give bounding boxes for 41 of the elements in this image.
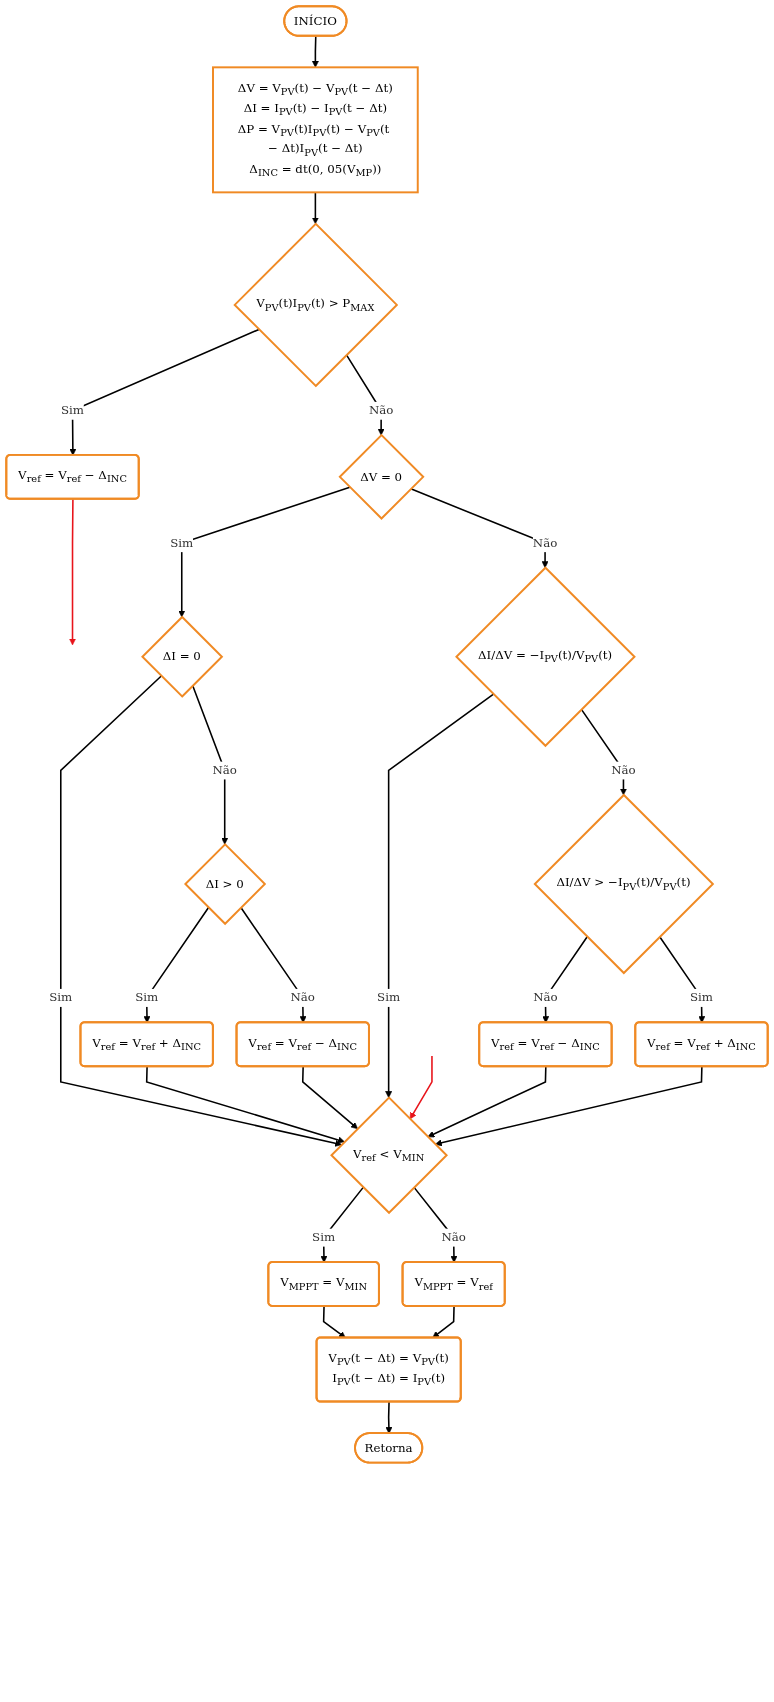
node-diamond: ΔI = 0: [141, 615, 224, 698]
node-diamond: ΔV = 0: [338, 433, 425, 520]
arrow: [385, 693, 495, 1098]
edge-label: Sim: [170, 535, 194, 550]
arrow: [69, 328, 260, 456]
node-diamond: ΔI/ΔV = −I$_{PV}$(t)/V$_{PV}$(t): [455, 566, 636, 748]
edge-label: Não: [533, 990, 558, 1005]
node-box: ΔV = V$_{PV}$(t) − V$_{PV}$(t − Δt) ΔI = I$_{PV}$(t) − I$_{PV}$(t − Δt) ΔP = V$_{PV}$(t)I$_{PV}$(t) − V$_{PV}$(t − Δt)I$_{PV}$(t − Δt) Δ$_{INC}$ = dt(0, 05(V$_{MP}$)): [212, 66, 419, 194]
edge-label: Sim: [49, 990, 73, 1005]
arrow: [311, 35, 319, 68]
arrow: [69, 498, 76, 646]
arrow: [385, 1401, 393, 1434]
arrow: [658, 936, 706, 1023]
node-diamond: ΔI/ΔV > −I$_{PV}$(t)/V$_{PV}$(t): [533, 793, 715, 975]
edge-label: Não: [368, 403, 394, 418]
edge-label: Não: [532, 535, 558, 550]
arrow: [145, 1065, 345, 1144]
edge-label: Sim: [135, 990, 159, 1005]
node-diamond: V$_{PV}$(t)I$_{PV}$(t) > P$_{MAX}$: [233, 222, 399, 388]
edge-label: Sim: [60, 403, 85, 418]
arrow: [432, 1305, 455, 1339]
arrow: [434, 1065, 703, 1147]
arrow: [178, 486, 351, 618]
node-diamond: V$_{ref}$ < V$_{MIN}$: [330, 1096, 448, 1215]
arrow: [301, 1065, 358, 1129]
arrow: [320, 1186, 364, 1263]
edge-label: Não: [212, 763, 237, 778]
edge-label: Não: [441, 1230, 466, 1245]
arrow: [191, 684, 229, 845]
arrow: [322, 1305, 346, 1339]
arrow: [60, 675, 342, 1147]
edge-label: Não: [290, 990, 315, 1005]
node-diamond: ΔI > 0: [184, 842, 267, 926]
arrow: [427, 1065, 547, 1138]
edge-label: Não: [611, 763, 636, 778]
edge-label: Sim: [689, 990, 714, 1005]
arrow: [409, 1055, 433, 1120]
arrow: [311, 191, 319, 225]
edge-label: Sim: [377, 990, 401, 1005]
arrow: [143, 906, 210, 1023]
edge-label: Sim: [312, 1230, 336, 1245]
